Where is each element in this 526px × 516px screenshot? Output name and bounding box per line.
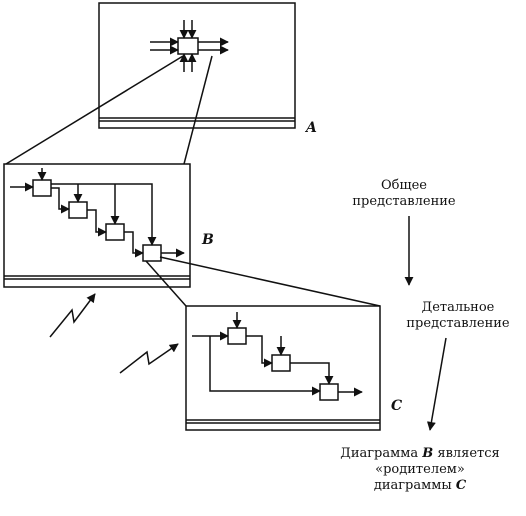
detailed-view-text: Детальное представление — [392, 300, 524, 332]
diagram-b-block-1 — [32, 179, 52, 197]
zoom-line-b-c-left — [145, 260, 187, 307]
caption-line-1-letter: B — [422, 446, 434, 461]
diagram-b-block-4 — [142, 244, 162, 262]
diagram-a-block — [177, 37, 199, 55]
caption-line-2: «родителем» — [375, 462, 465, 477]
caption-line-3: диаграммы C — [318, 478, 522, 494]
caption-line-3-before: диаграммы — [373, 478, 456, 493]
diagram-c-block-2 — [271, 354, 291, 372]
diagram-b-frame — [3, 163, 191, 288]
lightning-mark-b — [49, 293, 96, 338]
label-a: A — [306, 120, 317, 136]
label-b: B — [202, 232, 214, 248]
diagram-a — [98, 2, 296, 129]
diagram-c-frame — [185, 305, 381, 431]
diagram-b — [3, 163, 191, 288]
diagram-b-block-2 — [68, 201, 88, 219]
detailed-view-line-1: Детальное — [421, 300, 495, 315]
caption-line-1: Диаграмма B является — [318, 446, 522, 462]
diagram-c — [185, 305, 381, 431]
diagram-c-block-3 — [319, 383, 339, 401]
diagram-c-block-1 — [227, 327, 247, 345]
zoom-line-a-b-left — [5, 55, 184, 165]
diagram-b-block-3 — [105, 223, 125, 241]
general-view-text: Общее представление — [336, 178, 472, 210]
caption-line-1-before: Диаграмма — [340, 446, 423, 461]
caption-text: Диаграмма B является «родителем» диаграм… — [318, 446, 522, 494]
diagram-a-frame — [98, 2, 296, 129]
caption-line-3-letter: C — [455, 478, 467, 493]
caption-line-1-after: является — [433, 446, 500, 461]
general-view-line-2: представление — [352, 194, 456, 209]
lightning-mark-c — [119, 343, 179, 374]
label-c: C — [391, 398, 403, 414]
flow-arrow-detailed-to-caption — [426, 337, 447, 431]
zoom-line-a-b-right — [183, 55, 213, 165]
detailed-view-line-2: представление — [406, 316, 510, 331]
zoom-line-b-c-right — [159, 256, 381, 307]
general-view-line-1: Общее — [381, 178, 427, 193]
